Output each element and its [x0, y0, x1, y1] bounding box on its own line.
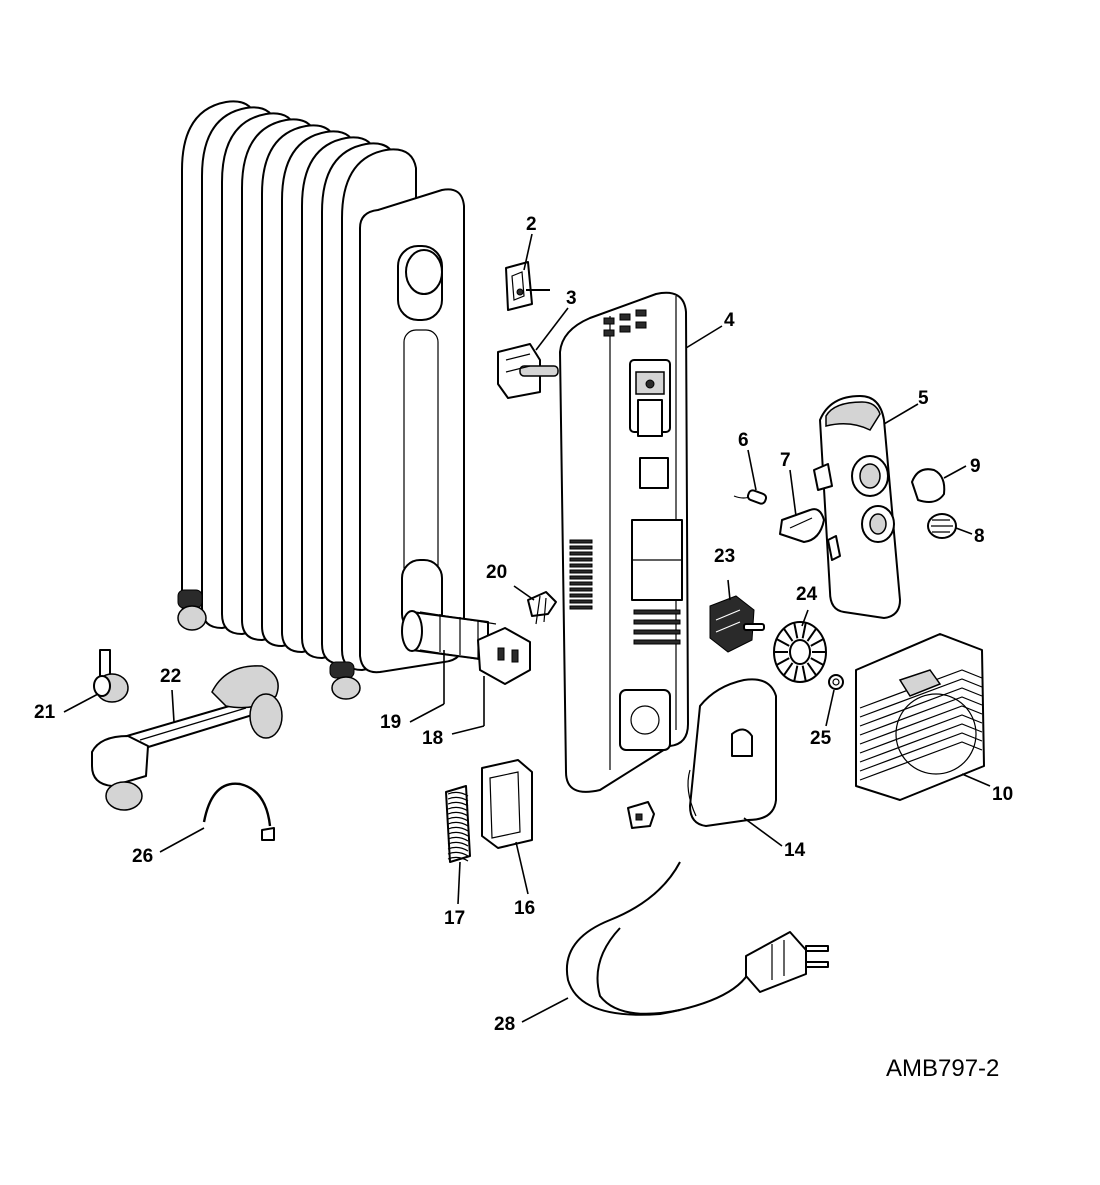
sensor-clip: [527, 591, 557, 625]
mounting-bracket: [481, 759, 533, 849]
callout-5: 5: [918, 388, 929, 409]
callout-2: 2: [526, 214, 537, 235]
callout-3: 3: [566, 288, 577, 309]
callout-4: 4: [724, 310, 735, 331]
callout-8: 8: [974, 526, 985, 547]
callout-9: 9: [970, 456, 981, 477]
nut: [828, 674, 844, 690]
thermostat-3: [497, 343, 559, 399]
callout-23: 23: [714, 546, 735, 567]
callout-10: 10: [992, 784, 1013, 805]
fan-grille-cover: [855, 633, 985, 801]
callout-16: 16: [514, 898, 535, 919]
knob-8: [927, 513, 957, 539]
callout-26: 26: [132, 846, 153, 867]
callout-numbers: 2 3 4 5 6 7 8 9 10 14 16 17 18 19 20 21 …: [34, 214, 1013, 1035]
callout-25: 25: [810, 728, 832, 749]
callout-28: 28: [494, 1014, 515, 1035]
wire-clip: [202, 782, 275, 841]
callout-14: 14: [784, 840, 806, 861]
caster-bar: [91, 665, 283, 811]
power-cord: [565, 861, 829, 1016]
callout-19: 19: [380, 712, 401, 733]
callout-21: 21: [34, 702, 56, 723]
knob-9: [911, 468, 946, 503]
fan-wheel: [773, 621, 827, 683]
radiator-body: [177, 100, 465, 700]
leader-lines: [63, 233, 991, 1023]
indicator-lamp: [733, 489, 768, 505]
spring: [445, 785, 471, 863]
callout-24: 24: [796, 584, 818, 605]
diagram-code: AMB797-2: [886, 1055, 1000, 1082]
control-housing: [559, 291, 689, 793]
fan-motor: [709, 595, 765, 653]
small-clip: [627, 801, 655, 829]
callout-6: 6: [738, 430, 749, 451]
back-plate: [687, 678, 777, 827]
switch-2: [505, 261, 550, 311]
front-control-panel: [813, 395, 901, 619]
caster-wheel: [93, 649, 129, 703]
heating-element: [401, 610, 531, 685]
callout-20: 20: [486, 562, 507, 583]
callout-22: 22: [160, 666, 181, 687]
callout-17: 17: [444, 908, 465, 929]
callout-18: 18: [422, 728, 443, 749]
callout-7: 7: [780, 450, 791, 471]
light-guide: [779, 508, 825, 543]
